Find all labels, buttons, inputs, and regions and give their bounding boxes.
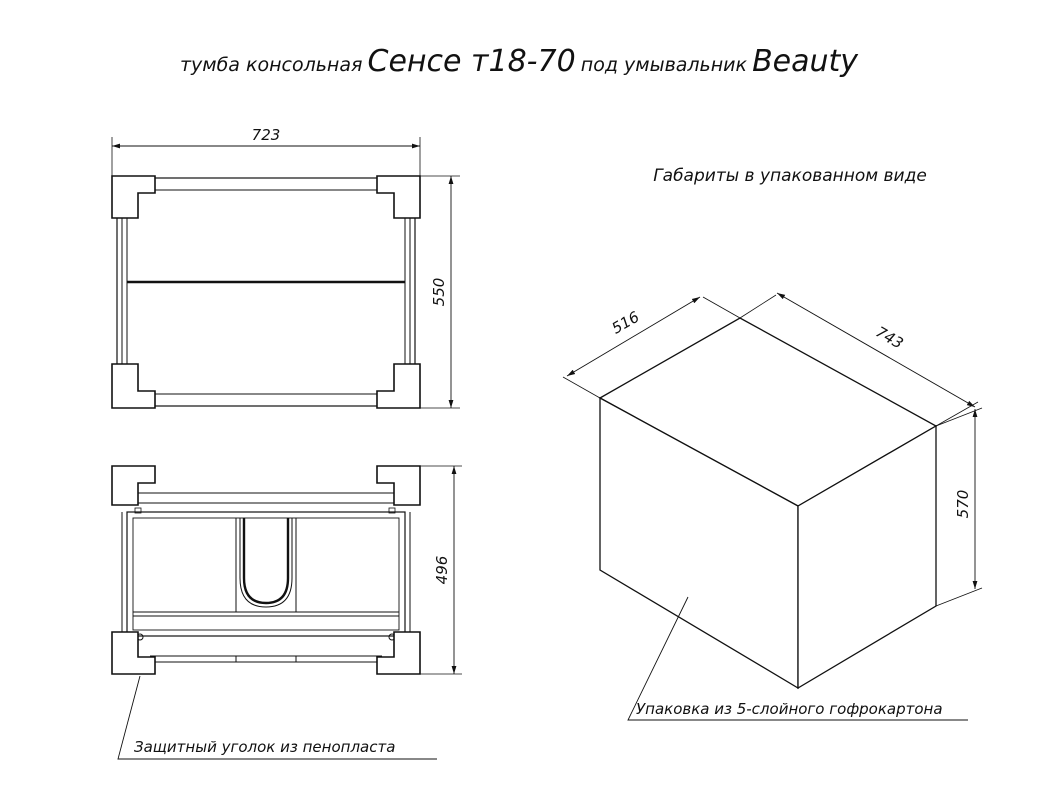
dimension-line-516 bbox=[566, 296, 701, 377]
package-heading: Габариты в упакованном виде bbox=[653, 166, 927, 186]
package-box bbox=[598, 317, 938, 690]
top-view-inner bbox=[126, 189, 406, 395]
foam-corner-tr bbox=[376, 175, 421, 219]
siphon-cutout bbox=[242, 518, 290, 605]
front-view bbox=[111, 465, 462, 760]
foam-corner-br bbox=[376, 363, 421, 409]
front-plinth bbox=[126, 635, 406, 663]
top-view-outline bbox=[116, 177, 416, 407]
front-carcass bbox=[126, 511, 406, 637]
package-width-label: 743 bbox=[873, 323, 907, 353]
title-series: Beauty bbox=[752, 44, 859, 79]
front-top-panel bbox=[129, 492, 401, 504]
top-width-label: 723 bbox=[252, 126, 281, 144]
material-leader-line bbox=[627, 596, 968, 721]
foam-corner-front-tr bbox=[376, 465, 421, 506]
foam-corner-front-br bbox=[376, 631, 421, 675]
material-label: Упаковка из 5-слойного гофрокартона bbox=[636, 700, 943, 718]
foam-corner-tl bbox=[111, 175, 156, 219]
corner-leader-line bbox=[117, 675, 437, 760]
foam-corner-front-tl bbox=[111, 465, 156, 506]
top-depth-label: 550 bbox=[430, 278, 448, 307]
title-model: Сенсе т18-70 bbox=[367, 44, 576, 79]
front-height-label: 496 bbox=[433, 556, 451, 585]
top-view bbox=[111, 137, 460, 409]
dimension-line-743 bbox=[776, 292, 976, 408]
drawing-title: тумба консольная Сенсе т18-70 под умывал… bbox=[0, 44, 1038, 79]
title-part1: тумба консольная bbox=[179, 54, 363, 76]
title-part2: под умывальник bbox=[580, 54, 747, 76]
corner-label: Защитный уголок из пенопласта bbox=[134, 738, 395, 756]
foam-corner-front-bl bbox=[111, 631, 156, 675]
package-depth-label: 516 bbox=[609, 308, 643, 338]
foam-corner-bl bbox=[111, 363, 156, 409]
package-height-label: 570 bbox=[954, 490, 972, 519]
